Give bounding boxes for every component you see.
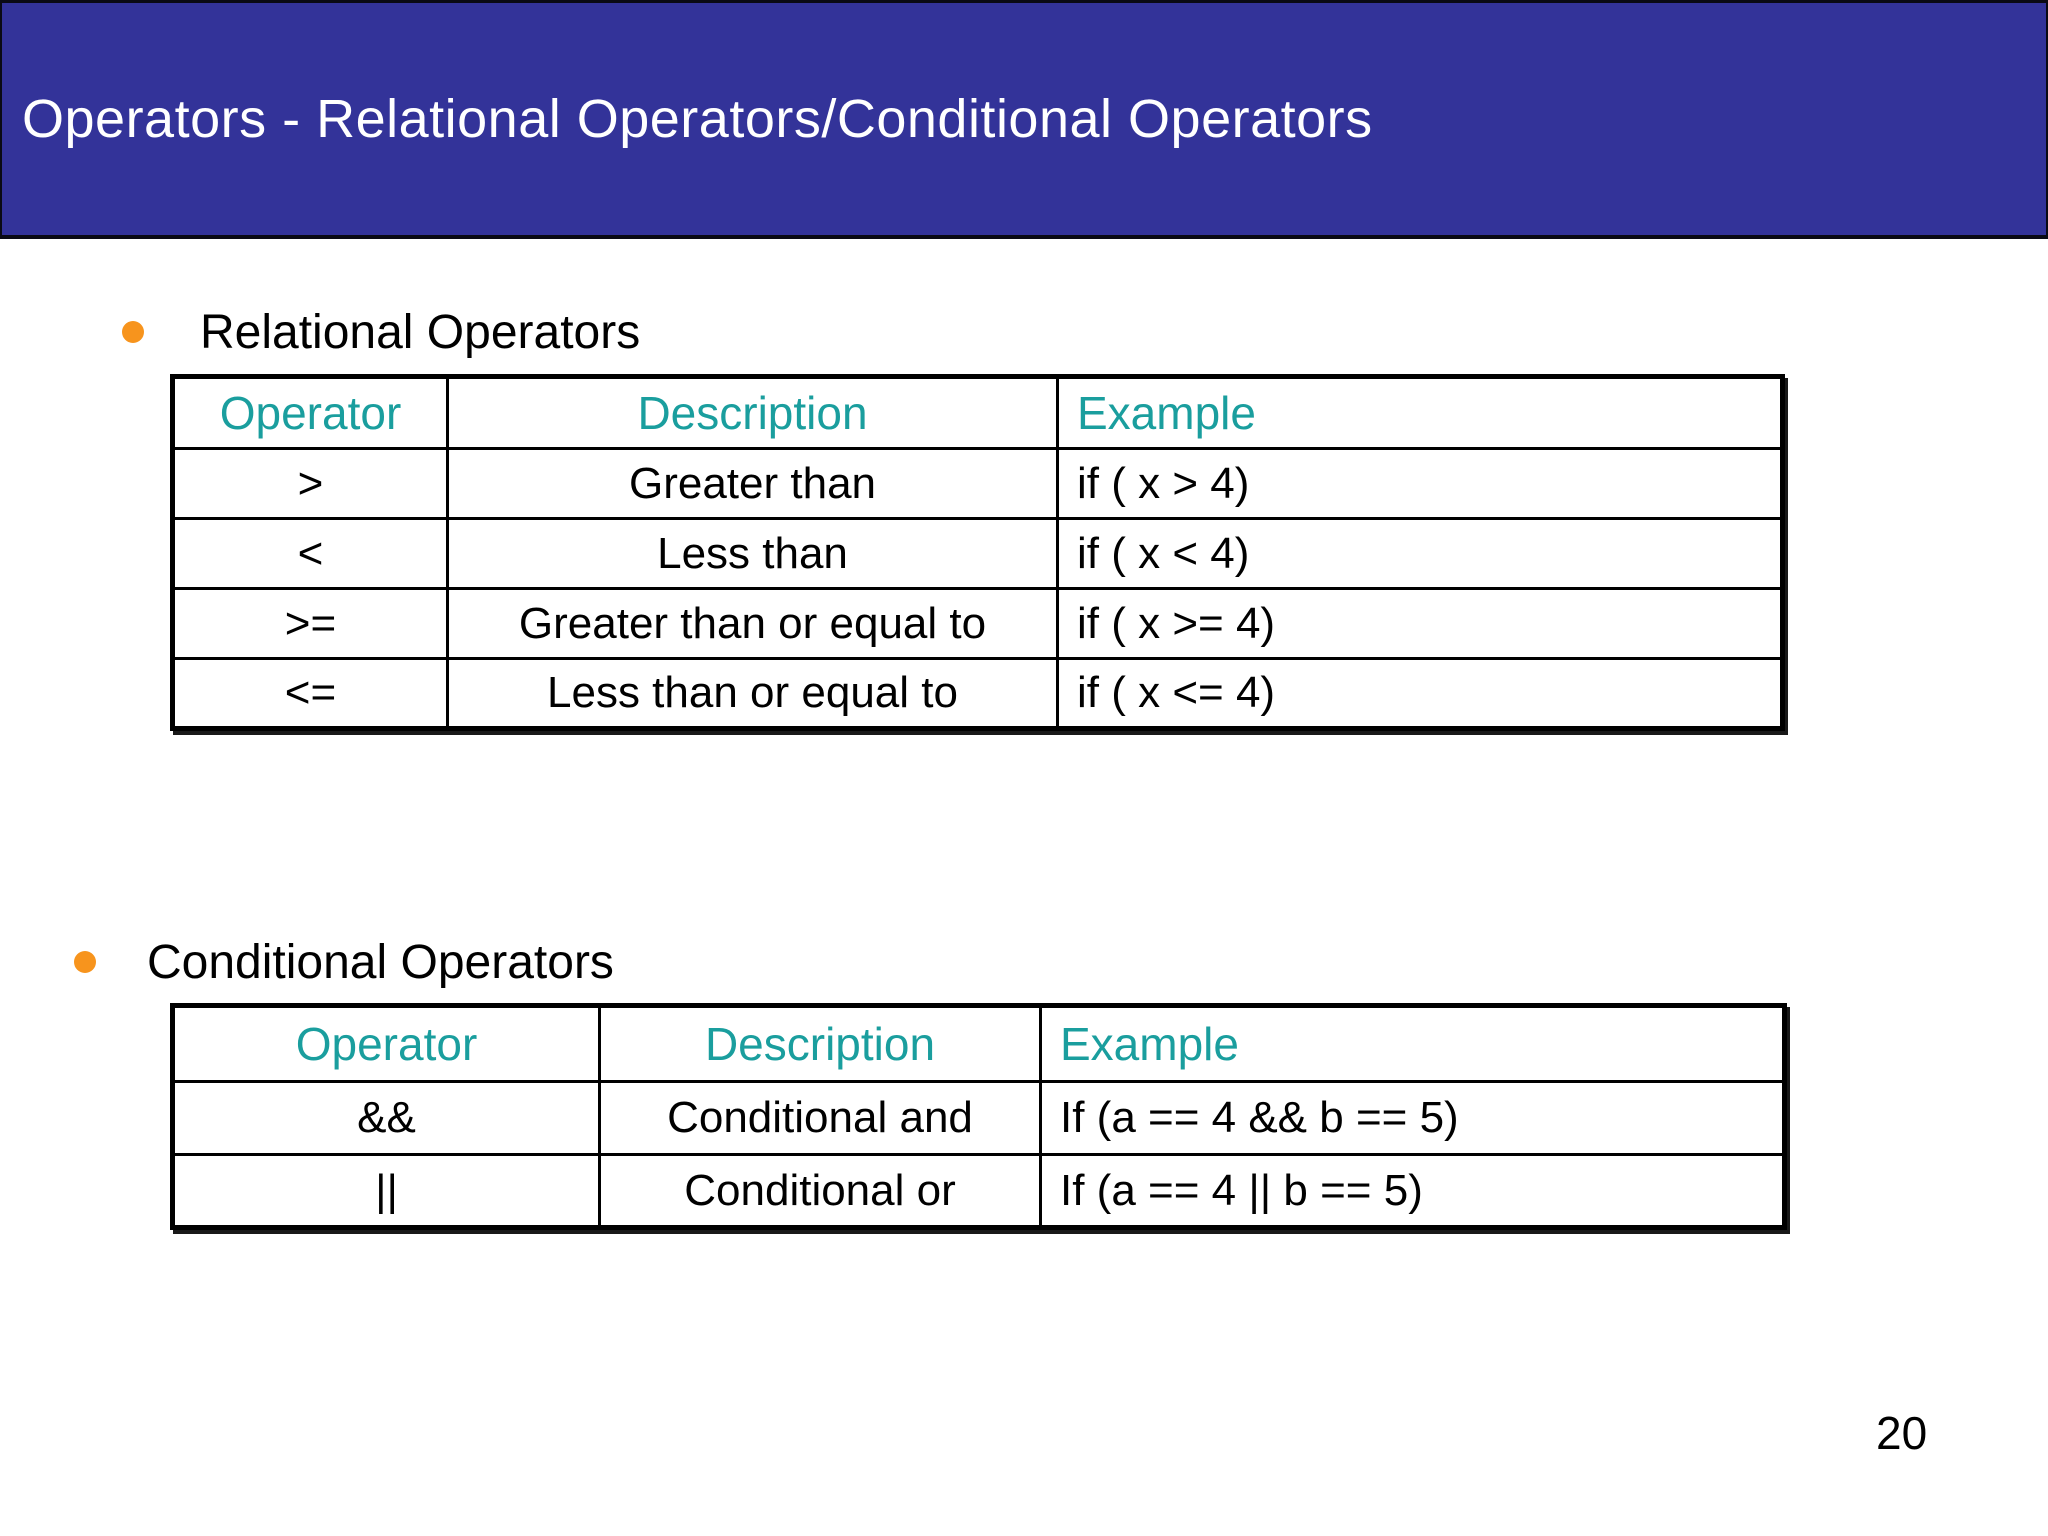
description-cell: Less than or equal to (446, 657, 1059, 730)
description-cell: Conditional and (598, 1080, 1042, 1156)
bullet-icon (122, 321, 144, 343)
title-banner: Operators - Relational Operators/Conditi… (0, 0, 2048, 239)
section-heading-relational: Relational Operators (122, 301, 640, 363)
example-cell: if ( x <= 4) (1056, 657, 1784, 730)
description-cell: Greater than (446, 447, 1059, 520)
section-heading-label: Relational Operators (200, 305, 641, 359)
table-row: <= Less than or equal to if ( x <= 4) (171, 657, 1784, 730)
relational-operators-table: Operator Description Example > Greater t… (170, 374, 1785, 731)
table-header-row: Operator Description Example (171, 1004, 1786, 1083)
conditional-operators-table: Operator Description Example && Conditio… (170, 1003, 1787, 1230)
column-header-description: Description (598, 1004, 1042, 1083)
description-cell: Less than (446, 517, 1059, 590)
column-header-example: Example (1056, 375, 1784, 450)
operator-cell: && (171, 1080, 601, 1156)
table-row: < Less than if ( x < 4) (171, 517, 1784, 590)
description-cell: Conditional or (598, 1153, 1042, 1229)
example-cell: If (a == 4 || b == 5) (1039, 1153, 1786, 1229)
table-row: || Conditional or If (a == 4 || b == 5) (171, 1153, 1786, 1229)
example-cell: If (a == 4 && b == 5) (1039, 1080, 1786, 1156)
example-cell: if ( x >= 4) (1056, 587, 1784, 660)
bullet-icon (74, 951, 96, 973)
column-header-operator: Operator (171, 375, 449, 450)
slide-title: Operators - Relational Operators/Conditi… (22, 89, 1373, 149)
operator-cell: >= (171, 587, 449, 660)
column-header-operator: Operator (171, 1004, 601, 1083)
operator-cell: || (171, 1153, 601, 1229)
column-header-example: Example (1039, 1004, 1786, 1083)
example-cell: if ( x > 4) (1056, 447, 1784, 520)
section-heading-label: Conditional Operators (147, 935, 614, 989)
description-cell: Greater than or equal to (446, 587, 1059, 660)
table-row: > Greater than if ( x > 4) (171, 447, 1784, 520)
operator-cell: > (171, 447, 449, 520)
column-header-description: Description (446, 375, 1059, 450)
section-heading-conditional: Conditional Operators (74, 931, 614, 993)
table-row: && Conditional and If (a == 4 && b == 5) (171, 1080, 1786, 1156)
table-header-row: Operator Description Example (171, 375, 1784, 450)
page-number: 20 (1876, 1407, 1928, 1459)
operator-cell: <= (171, 657, 449, 730)
table-row: >= Greater than or equal to if ( x >= 4) (171, 587, 1784, 660)
operator-cell: < (171, 517, 449, 590)
example-cell: if ( x < 4) (1056, 517, 1784, 590)
